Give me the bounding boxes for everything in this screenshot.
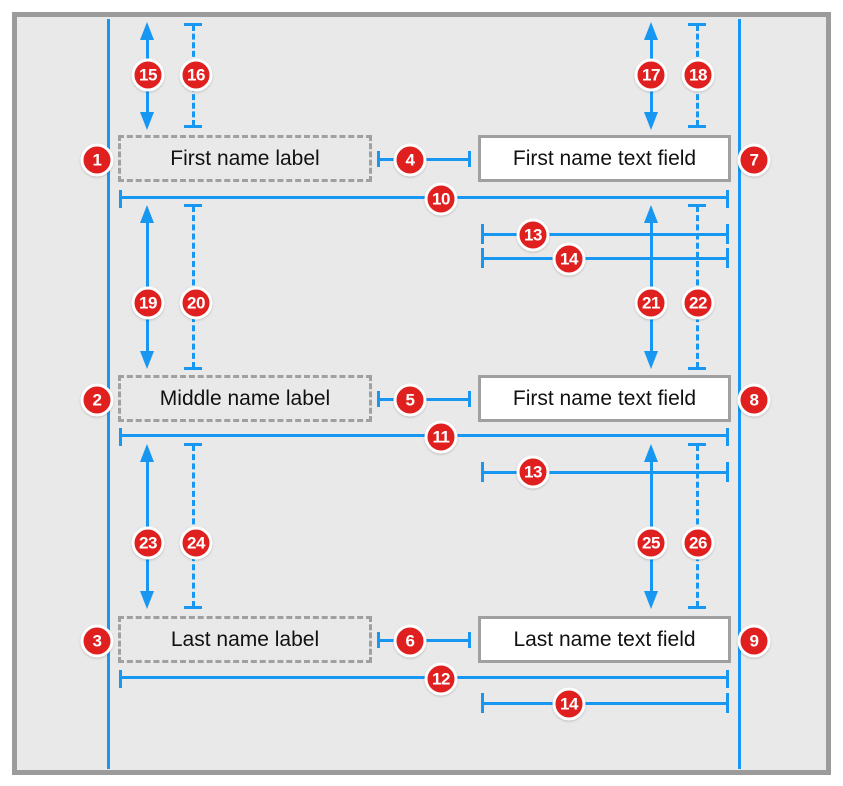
arrow-up-icon — [140, 22, 154, 40]
field-width-right-tick-13b — [726, 462, 729, 482]
last-name-label-text: Last name label — [170, 627, 320, 651]
field-width-left-tick-14a — [481, 248, 484, 268]
constraint-badge-6: 6 — [393, 624, 427, 658]
constraint-badge-22: 22 — [681, 286, 715, 320]
constraint-badge-25: 25 — [634, 526, 668, 560]
arrow-down-icon — [644, 112, 658, 130]
arrow-down-icon — [140, 591, 154, 609]
middle-row-text-field-box: First name text field — [478, 375, 731, 422]
constraint-badge-7: 7 — [737, 143, 771, 177]
dashed-line — [695, 445, 699, 607]
guide-cap — [184, 367, 202, 370]
gap-measure-left-tick-row3 — [377, 632, 380, 648]
arrow-up-icon — [140, 205, 154, 223]
width-measure-line-row2 — [119, 434, 729, 437]
gap-measure-right-tick-row1 — [468, 151, 471, 167]
constraint-badge-13a: 13 — [516, 218, 550, 252]
field-width-measure-line-14a — [481, 257, 729, 260]
field-width-left-tick-13a — [481, 224, 484, 244]
last-name-text-field-text: Last name text field — [513, 627, 696, 651]
constraint-badge-10: 10 — [424, 182, 458, 216]
constraint-badge-9: 9 — [737, 624, 771, 658]
width-measure-line-row1 — [119, 196, 729, 199]
guide-cap — [184, 204, 202, 207]
guide-cap — [688, 204, 706, 207]
arrow-down-icon — [140, 351, 154, 369]
constraint-badge-19: 19 — [131, 286, 165, 320]
constraint-badge-20: 20 — [179, 286, 213, 320]
constraint-badge-21: 21 — [634, 286, 668, 320]
guide-cap — [184, 606, 202, 609]
middle-name-label-text: Middle name label — [159, 386, 331, 410]
constraint-badge-14a: 14 — [552, 242, 586, 276]
constraint-badge-4: 4 — [393, 143, 427, 177]
constraint-badge-24: 24 — [179, 526, 213, 560]
guide-cap — [688, 367, 706, 370]
arrow-up-icon — [644, 444, 658, 462]
field-width-left-tick-13b — [481, 462, 484, 482]
guide-cap — [184, 125, 202, 128]
middle-name-label-box: Middle name label — [118, 375, 372, 422]
field-width-right-tick-14a — [726, 248, 729, 268]
guide-cap — [184, 443, 202, 446]
constraint-badge-11: 11 — [424, 420, 458, 454]
width-measure-left-tick-row3 — [119, 670, 122, 688]
width-measure-left-tick-row2 — [119, 428, 122, 446]
field-width-right-tick-13a — [726, 224, 729, 244]
constraint-badge-3: 3 — [80, 624, 114, 658]
constraint-badge-5: 5 — [393, 383, 427, 417]
width-measure-left-tick-row1 — [119, 190, 122, 208]
width-measure-line-row3 — [119, 676, 729, 679]
field-width-right-tick-14b — [726, 693, 729, 713]
constraint-badge-23: 23 — [131, 526, 165, 560]
guide-cap — [688, 606, 706, 609]
constraint-badge-14b: 14 — [552, 687, 586, 721]
guide-cap — [688, 125, 706, 128]
gap-measure-right-tick-row2 — [468, 391, 471, 407]
width-measure-right-tick-row2 — [726, 428, 729, 446]
first-name-label-text: First name label — [170, 146, 320, 170]
field-width-measure-line-14b — [481, 702, 729, 705]
dashed-line — [191, 445, 195, 607]
guide-cap — [184, 23, 202, 26]
gap-measure-right-tick-row3 — [468, 632, 471, 648]
first-name-label-box: First name label — [118, 135, 372, 182]
constraint-badge-16: 16 — [179, 58, 213, 92]
arrow-down-icon — [140, 112, 154, 130]
constraint-badge-26: 26 — [681, 526, 715, 560]
middle-row-text-field-text: First name text field — [512, 386, 697, 410]
constraint-badge-2: 2 — [80, 383, 114, 417]
gap-measure-left-tick-row1 — [377, 151, 380, 167]
last-name-text-field-box: Last name text field — [478, 616, 731, 663]
field-width-measure-line-13a — [481, 233, 729, 236]
constraint-badge-1: 1 — [80, 143, 114, 177]
constraint-badge-12: 12 — [424, 662, 458, 696]
width-measure-right-tick-row3 — [726, 670, 729, 688]
constraint-badge-17: 17 — [634, 58, 668, 92]
dashed-spacing-guide-bottom-right — [688, 443, 706, 609]
dashed-spacing-guide-bottom-left — [184, 443, 202, 609]
field-width-left-tick-14b — [481, 693, 484, 713]
first-name-text-field-text: First name text field — [512, 146, 697, 170]
last-name-label-box: Last name label — [118, 616, 372, 663]
constraint-badge-18: 18 — [681, 58, 715, 92]
first-name-text-field-box: First name text field — [478, 135, 731, 182]
arrow-up-icon — [644, 22, 658, 40]
field-width-measure-line-13b — [481, 471, 729, 474]
guide-cap — [688, 443, 706, 446]
arrow-up-icon — [644, 205, 658, 223]
arrow-up-icon — [140, 444, 154, 462]
guide-cap — [688, 23, 706, 26]
constraint-badge-15: 15 — [131, 58, 165, 92]
constraint-badge-13b: 13 — [516, 455, 550, 489]
width-measure-right-tick-row1 — [726, 190, 729, 208]
gap-measure-left-tick-row2 — [377, 391, 380, 407]
arrow-down-icon — [644, 591, 658, 609]
arrow-down-icon — [644, 351, 658, 369]
constraint-badge-8: 8 — [737, 383, 771, 417]
